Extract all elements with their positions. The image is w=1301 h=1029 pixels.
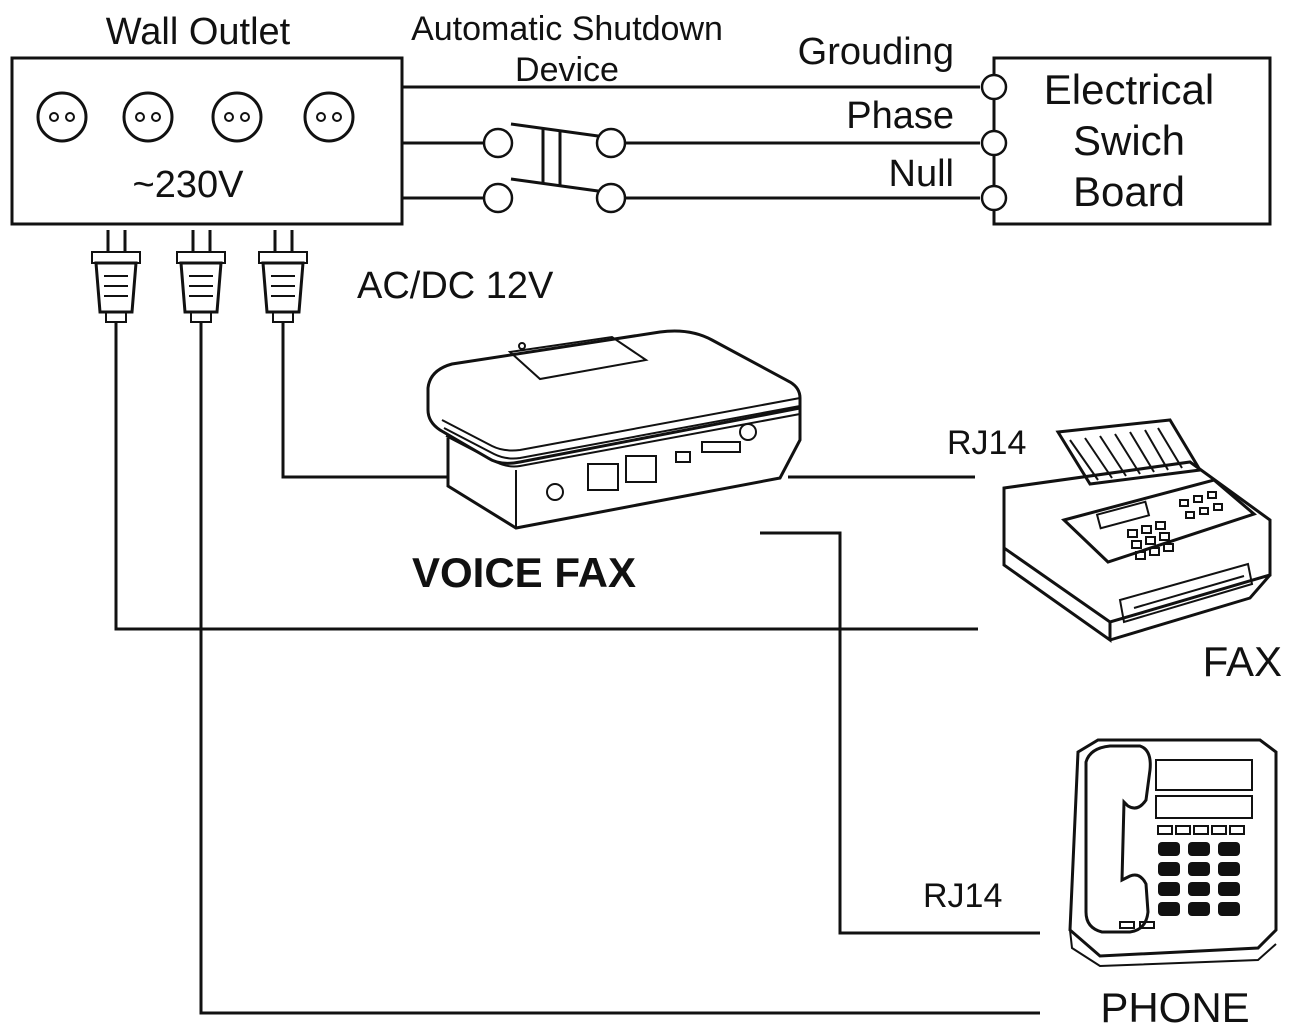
null-label: Null (889, 153, 954, 195)
socket-2 (122, 91, 174, 143)
phase-label: Phase (846, 95, 954, 137)
telephone (1068, 738, 1278, 968)
supply-wires (402, 85, 980, 200)
power-plug-3 (258, 230, 308, 323)
device-rj-port-2 (625, 455, 657, 483)
switch-board-label-line3: Board (1073, 168, 1185, 215)
adapter-label: AC/DC 12V (357, 265, 554, 307)
shutdown-device-label-line1: Automatic Shutdown (411, 10, 723, 48)
voice-fax-label: VOICE FAX (412, 549, 636, 596)
wall-outlet-title: Wall Outlet (106, 11, 291, 53)
fax-power-cable (114, 322, 978, 631)
grounding-label: Grouding (798, 31, 954, 73)
wall-outlet (10, 56, 404, 226)
socket-1 (36, 91, 88, 143)
phone-power-cable (199, 322, 1040, 1015)
shutdown-switch (402, 122, 627, 214)
phone-line (760, 531, 1040, 935)
shutdown-device-label-line2: Device (515, 51, 619, 89)
switch-board-label-line1: Electrical (1044, 66, 1214, 113)
phone-lines (760, 475, 1040, 935)
power-plug-2 (176, 230, 226, 323)
power-cables (114, 322, 1040, 1015)
socket-4 (303, 91, 355, 143)
voice-fax-power-cable (281, 322, 447, 479)
outlet-voltage: ~230V (133, 164, 245, 206)
fax-port-label: RJ14 (947, 424, 1026, 462)
device-rj-port-1 (587, 463, 619, 491)
power-plug-1 (91, 230, 141, 323)
fax-label: FAX (1203, 638, 1282, 685)
phone-keypad (1158, 842, 1240, 916)
phone-label: PHONE (1100, 984, 1249, 1029)
fax-keypad (1127, 491, 1223, 560)
fax-machine (1002, 418, 1272, 643)
electrical-switch-board (980, 56, 1272, 226)
voice-fax-device (426, 329, 802, 530)
switch-board-label-line2: Swich (1073, 117, 1185, 164)
socket-3 (211, 91, 263, 143)
phone-display (1155, 795, 1253, 819)
phone-port-label: RJ14 (923, 877, 1002, 915)
